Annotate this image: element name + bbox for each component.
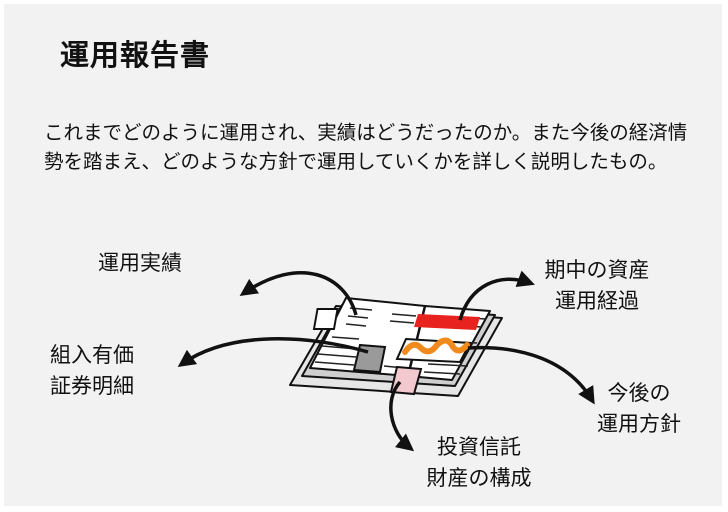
- red-highlight: [414, 314, 480, 330]
- label-holdings: 組入有価 証券明細: [50, 340, 134, 402]
- label-performance: 運用実績: [98, 248, 182, 279]
- arrow-performance: [239, 270, 358, 316]
- arrow-policy: [467, 345, 595, 405]
- label-trust-line2: 財産の構成: [426, 466, 532, 490]
- arrow-holdings: [177, 337, 369, 368]
- page-title: 運用報告書: [60, 38, 211, 72]
- arrow-trust: [389, 380, 415, 452]
- description-text: これまでどのように運用され、実績はどうだったのか。また今後の経済情勢を踏まえ、ど…: [44, 121, 688, 173]
- label-holdings-line1: 組入有価: [50, 343, 134, 367]
- left-page-blank-box: [312, 308, 339, 330]
- slide-panel: [4, 4, 722, 506]
- label-period-line1: 期中の資産: [544, 258, 650, 282]
- label-trust: 投資信託 財産の構成: [404, 432, 554, 494]
- orange-highlight: [402, 337, 470, 355]
- label-performance-text: 運用実績: [98, 251, 182, 275]
- callout-arrows: [177, 270, 595, 452]
- label-trust-line1: 投資信託: [437, 435, 521, 459]
- label-policy: 今後の 運用方針: [580, 378, 698, 440]
- arrow-period: [458, 270, 535, 321]
- label-period-line2: 運用経過: [555, 289, 639, 313]
- label-policy-line2: 運用方針: [597, 412, 681, 436]
- pink-box: [389, 365, 423, 396]
- label-period: 期中の資産 運用経過: [522, 255, 672, 317]
- label-holdings-line2: 証券明細: [50, 374, 134, 398]
- label-policy-line1: 今後の: [607, 381, 671, 405]
